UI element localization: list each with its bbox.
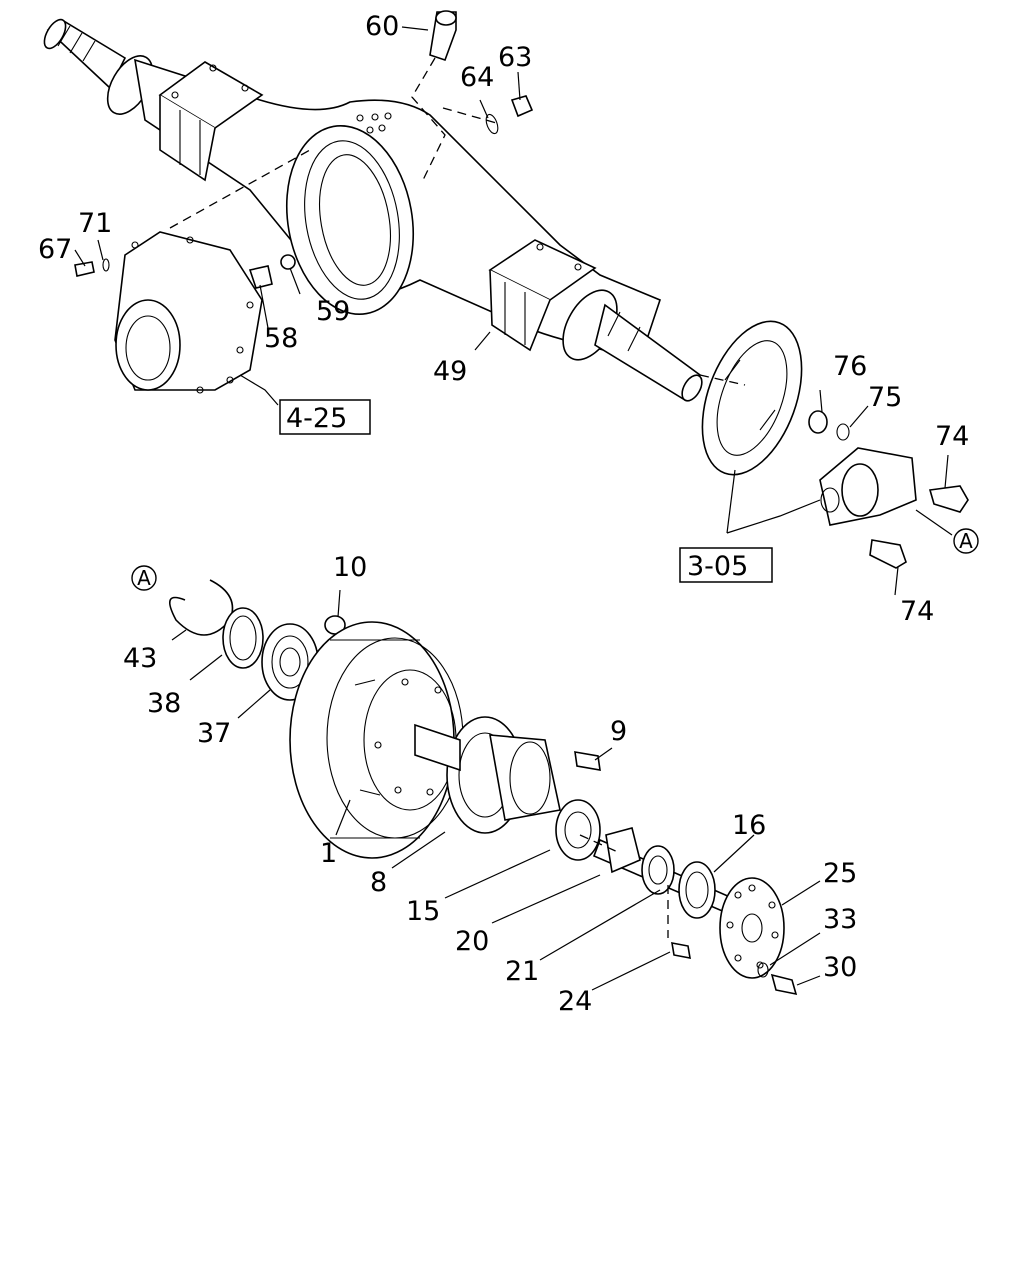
- ref-4-25-label: 4-25: [286, 403, 347, 434]
- marker-a-lower-label: A: [137, 566, 151, 590]
- part-label-38: 38: [147, 688, 181, 719]
- snap-ring-43: [168, 579, 234, 636]
- oil-seal-38: [222, 607, 264, 669]
- seal-20-21: [641, 845, 675, 895]
- part-number-labels: 60 64 63 71 67 59 58 49 76 75 74 74 10 4…: [38, 11, 969, 1017]
- part-label-49: 49: [433, 356, 467, 387]
- leader-lines: [74, 26, 953, 991]
- part-label-25: 25: [823, 858, 857, 889]
- ref-box-3-05: 3-05: [679, 547, 773, 583]
- part-label-37: 37: [197, 718, 231, 749]
- part-label-67: 67: [38, 234, 72, 265]
- part-label-33: 33: [823, 904, 857, 935]
- part-label-20: 20: [455, 926, 489, 957]
- part-label-76: 76: [833, 351, 867, 382]
- hub-8: [414, 716, 561, 834]
- part-label-24: 24: [558, 986, 592, 1017]
- part-label-59: 59: [316, 296, 350, 327]
- part-label-43: 43: [123, 643, 157, 674]
- part-label-74-upper: 74: [935, 421, 969, 452]
- seal-16: [678, 861, 716, 919]
- part-label-30: 30: [823, 952, 857, 983]
- washer-33: [757, 962, 769, 978]
- part-label-75: 75: [868, 382, 902, 413]
- part-label-71: 71: [78, 208, 112, 239]
- part-label-16: 16: [732, 810, 766, 841]
- brake-anchor-bracket: [819, 447, 917, 526]
- assembly-lines: [169, 57, 746, 938]
- bolt-30: [770, 973, 798, 996]
- flange-25: [719, 877, 785, 979]
- ref-3-05-label: 3-05: [687, 551, 748, 582]
- part-label-60: 60: [365, 11, 399, 42]
- marker-a-lower: A: [131, 565, 157, 591]
- part-label-15: 15: [406, 896, 440, 927]
- part-label-63: 63: [498, 42, 532, 73]
- bolt-24: [671, 942, 691, 959]
- bearing-15: [555, 799, 601, 861]
- part-label-74-lower: 74: [900, 596, 934, 627]
- part-label-1: 1: [320, 838, 337, 869]
- axle-housing: [43, 18, 703, 402]
- part-label-58: 58: [264, 323, 298, 354]
- stud-9: [574, 751, 601, 771]
- marker-a-upper-label: A: [959, 529, 973, 553]
- ref-box-4-25: 4-25: [279, 399, 371, 435]
- hardware: [74, 10, 969, 569]
- part-label-9: 9: [610, 716, 627, 747]
- brake-backing-plate: [701, 320, 803, 476]
- part-label-64: 64: [460, 62, 494, 93]
- differential-carrier: [114, 231, 263, 394]
- part-label-10: 10: [333, 552, 367, 583]
- part-label-8: 8: [370, 867, 387, 898]
- marker-a-upper: A: [953, 528, 979, 554]
- part-label-21: 21: [505, 956, 539, 987]
